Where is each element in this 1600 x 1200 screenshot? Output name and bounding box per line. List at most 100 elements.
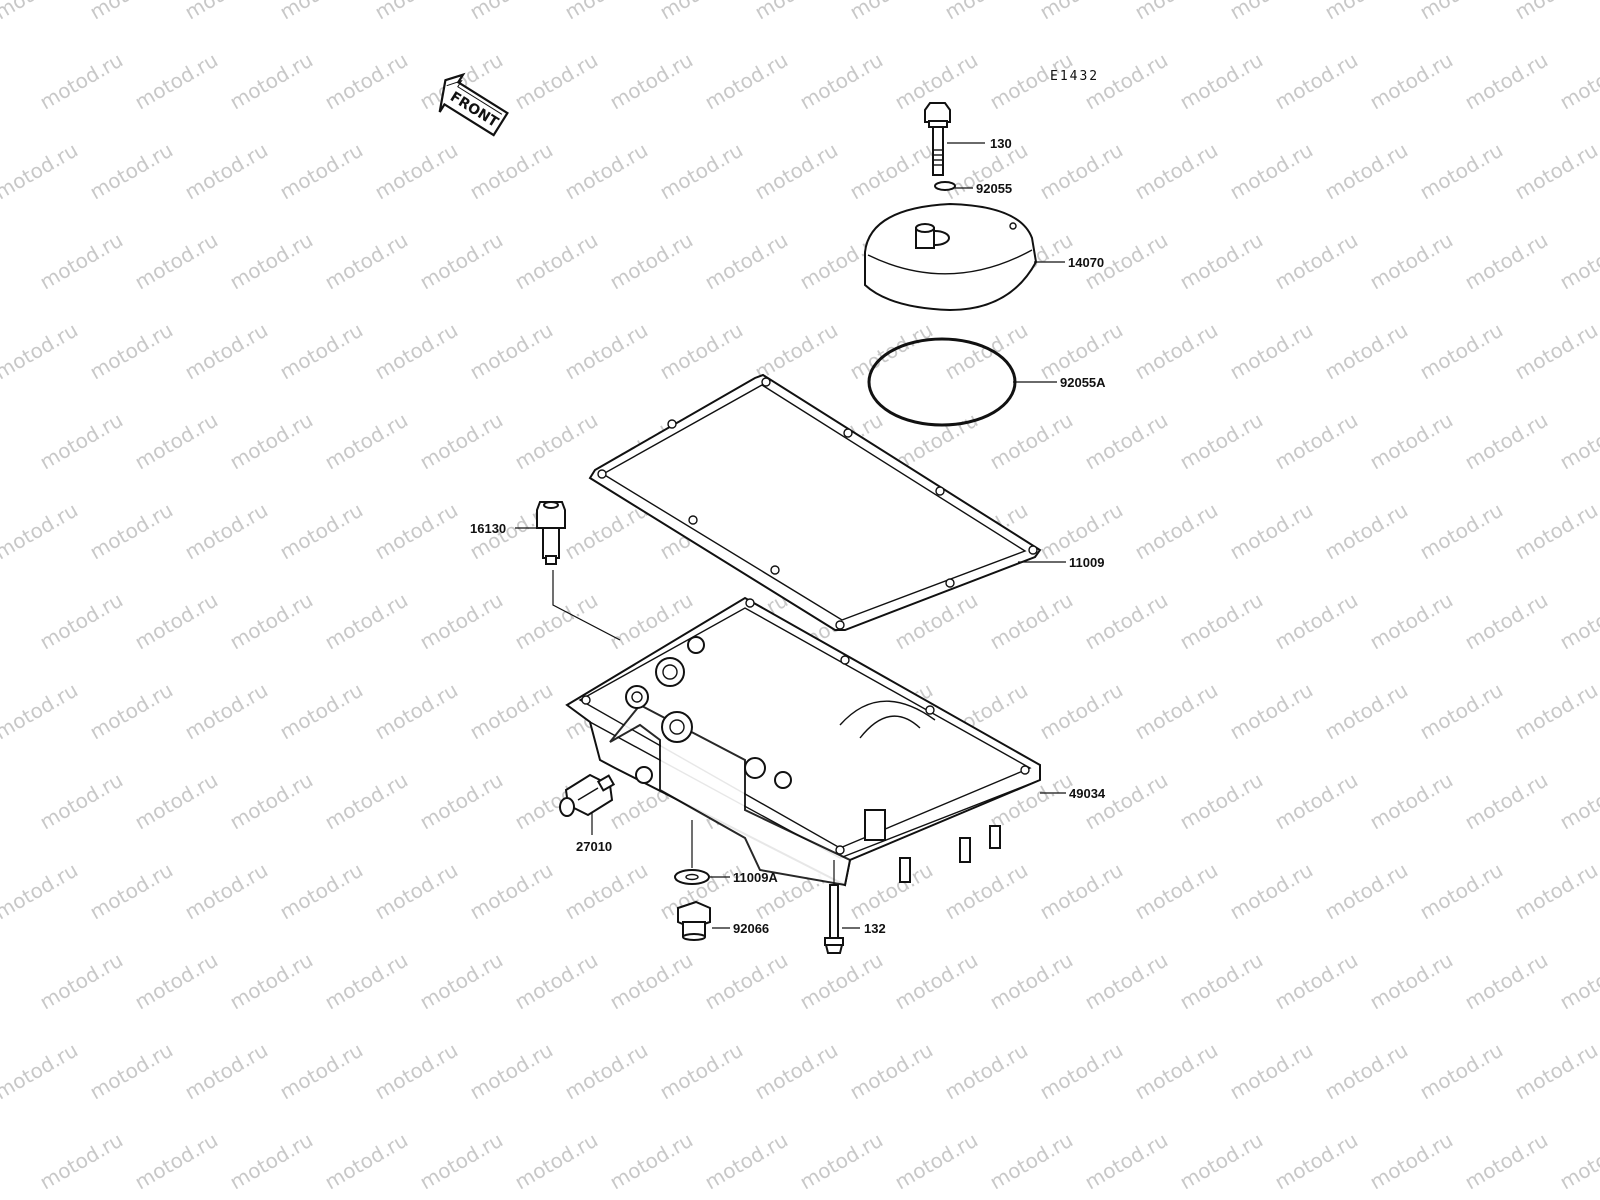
watermark-text: motod.ru	[846, 138, 937, 205]
watermark-text: motod.ru	[226, 1128, 317, 1195]
watermark-text: motod.ru	[1131, 678, 1222, 745]
watermark-text: motod.ru	[181, 498, 272, 565]
watermark-text: motod.ru	[796, 948, 887, 1015]
watermark-text: motod.ru	[1271, 768, 1362, 835]
watermark-text: motod.ru	[1131, 138, 1222, 205]
watermark-text: motod.ru	[1036, 138, 1127, 205]
watermark-text: motod.ru	[131, 408, 222, 475]
watermark-text: motod.ru	[1366, 588, 1457, 655]
watermark-text: motod.ru	[276, 498, 367, 565]
watermark-text: motod.ru	[561, 858, 652, 925]
watermark-text: motod.ru	[656, 138, 747, 205]
watermark-text: motod.ru	[1321, 498, 1412, 565]
watermark-text: motod.ru	[606, 228, 697, 295]
watermark-text: motod.ru	[371, 318, 462, 385]
watermark-text: motod.ru	[276, 138, 367, 205]
watermark-text: motod.ru	[1271, 588, 1362, 655]
watermark-text: motod.ru	[1321, 318, 1412, 385]
watermark-text: motod.ru	[1556, 948, 1600, 1015]
watermark-text: motod.ru	[1271, 408, 1362, 475]
watermark-text: motod.ru	[1461, 1128, 1552, 1195]
watermark-text: motod.ru	[1416, 498, 1507, 565]
watermark-text: motod.ru	[1176, 48, 1267, 115]
watermark-text: motod.ru	[1271, 948, 1362, 1015]
watermark-text: motod.ru	[276, 678, 367, 745]
callout-16130: 16130	[470, 521, 506, 536]
watermark-text: motod.ru	[1226, 858, 1317, 925]
watermark-text: motod.ru	[1176, 228, 1267, 295]
watermark-text: motod.ru	[86, 678, 177, 745]
watermark-text: motod.ru	[321, 408, 412, 475]
watermark-text: motod.ru	[1416, 1038, 1507, 1105]
bolt-130	[924, 102, 951, 176]
watermark-text: motod.ru	[86, 858, 177, 925]
diagram-code: E1432	[1050, 69, 1099, 84]
watermark-text: motod.ru	[1556, 588, 1600, 655]
watermark-text: motod.ru	[416, 588, 507, 655]
callout-labels: 130 92055 14070 92055A 11009 16130 49034…	[470, 136, 1106, 936]
watermark-text: motod.ru	[36, 588, 127, 655]
watermark-text: motod.ru	[1556, 408, 1600, 475]
watermark-text: motod.ru	[1081, 1128, 1172, 1195]
watermark-text: motod.ru	[1416, 0, 1507, 24]
watermark-text: motod.ru	[371, 858, 462, 925]
watermark-text: motod.ru	[1461, 588, 1552, 655]
o-ring-92055	[934, 181, 956, 191]
watermark-text: motod.ru	[321, 768, 412, 835]
watermark-text: motod.ru	[226, 768, 317, 835]
watermark-text: motod.ru	[86, 0, 177, 24]
oil-pan-49034	[565, 596, 1041, 887]
watermark-text: motod.ru	[131, 768, 222, 835]
watermark-text: motod.ru	[1081, 948, 1172, 1015]
watermark-text: motod.ru	[656, 0, 747, 24]
watermark-text: motod.ru	[1036, 858, 1127, 925]
callout-92066: 92066	[733, 921, 769, 936]
watermark-text: motod.ru	[1321, 0, 1412, 24]
watermark-text: motod.ru	[276, 858, 367, 925]
watermark-text: motod.ru	[1271, 228, 1362, 295]
gasket-11009	[588, 373, 1042, 631]
watermark-text: motod.ru	[1321, 678, 1412, 745]
watermark-text: motod.ru	[181, 318, 272, 385]
callout-49034: 49034	[1069, 786, 1106, 801]
watermark-text: motod.ru	[561, 0, 652, 24]
watermark-text: motod.ru	[321, 948, 412, 1015]
watermark-text: motod.ru	[181, 858, 272, 925]
watermark-text: motod.ru	[1416, 858, 1507, 925]
cover-14070	[864, 202, 1038, 312]
leader-lines	[515, 142, 1066, 929]
watermark-text: motod.ru	[511, 48, 602, 115]
watermark-text: motod.ru	[1226, 0, 1317, 24]
watermark-text: motod.ru	[181, 0, 272, 24]
watermark-text: motod.ru	[1131, 498, 1222, 565]
fitting-16130	[536, 501, 621, 641]
watermark-text: motod.ru	[1081, 588, 1172, 655]
watermark-text: motod.ru	[1131, 0, 1222, 24]
watermark-text: motod.ru	[561, 318, 652, 385]
watermark-text: motod.ru	[466, 678, 557, 745]
watermark-text: motod.ru	[891, 948, 982, 1015]
callout-11009A: 11009A	[733, 870, 778, 885]
watermark-text: motod.ru	[36, 228, 127, 295]
watermark-text: motod.ru	[1226, 318, 1317, 385]
watermark-text: motod.ru	[226, 408, 317, 475]
o-ring-92055A	[867, 337, 1017, 427]
watermark-text: motod.ru	[371, 138, 462, 205]
watermark-text: motod.ru	[226, 948, 317, 1015]
drain-plug-92066	[677, 900, 711, 941]
watermark-text: motod.ru	[1036, 0, 1127, 24]
watermark-text: motod.ru	[466, 1038, 557, 1105]
watermark-text: motod.ru	[181, 678, 272, 745]
watermark-text: motod.ru	[1461, 228, 1552, 295]
watermark-text: motod.ru	[1556, 48, 1600, 115]
watermark-text: motod.ru	[1366, 228, 1457, 295]
watermark-text: motod.ru	[36, 768, 127, 835]
watermark-text: motod.ru	[751, 318, 842, 385]
watermark-text: motod.ru	[1511, 318, 1600, 385]
watermark-text: motod.ru	[1131, 1038, 1222, 1105]
watermark-text: motod.ru	[1366, 948, 1457, 1015]
watermark-text: motod.ru	[796, 48, 887, 115]
watermark-text: motod.ru	[131, 48, 222, 115]
watermark-text: motod.ru	[276, 318, 367, 385]
